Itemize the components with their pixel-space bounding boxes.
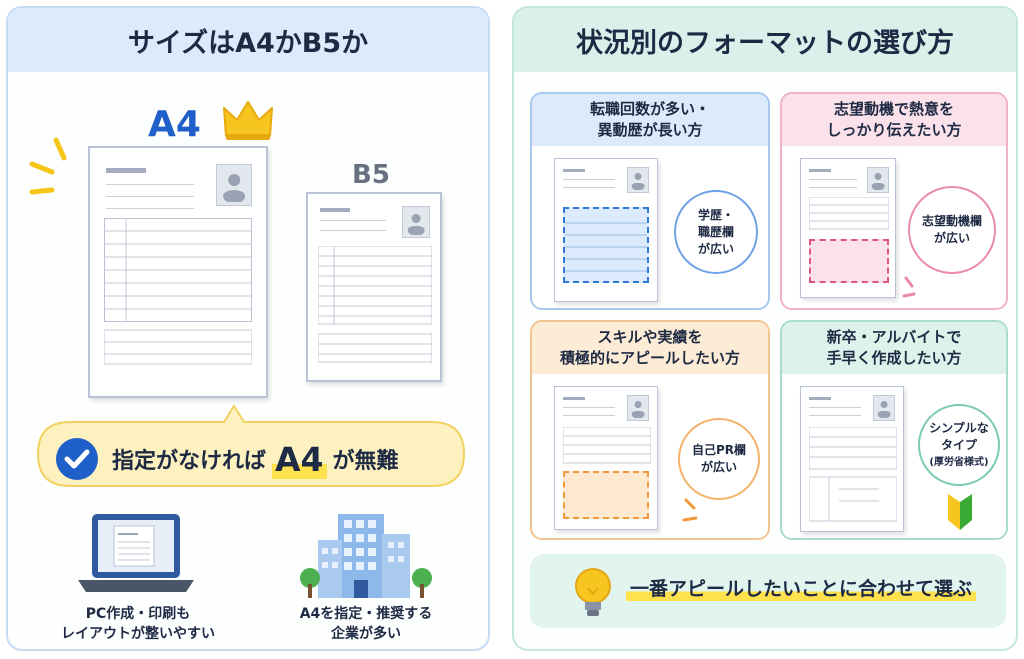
person-photo-icon	[867, 167, 889, 193]
laptop-icon	[78, 514, 194, 592]
pc-text-line-1: PC作成・印刷も	[85, 606, 191, 622]
a4-label: A4	[148, 104, 201, 145]
lightbulb-icon	[575, 568, 611, 616]
card-career: 転職回数が多い・異動歴が長い方 学歴・職歴欄が広い	[530, 92, 770, 310]
a4-resume-document	[88, 146, 268, 398]
simple-bubble: シンプルなタイプ(厚労省様式)	[918, 404, 1000, 486]
card-motivation-title: 志望動機で熱意をしっかり伝えたい方	[782, 94, 1006, 146]
skills-resume-document	[554, 386, 658, 530]
card-simple-title: 新卒・アルバイトで手早く作成したい方	[782, 322, 1006, 374]
beginner-mark-icon	[948, 494, 972, 530]
card-skills-title: スキルや実績を積極的にアピールしたい方	[532, 322, 768, 374]
motivation-resume-document	[800, 158, 896, 298]
simple-resume-document	[800, 386, 904, 532]
format-panel-title: 状況別のフォーマットの選び方	[514, 8, 1016, 72]
footer-text: 一番アピールしたいことに合わせて選ぶ	[626, 574, 977, 601]
recommend-highlight: A4	[272, 439, 327, 479]
motivation-field-highlight	[809, 239, 889, 283]
sparkle-icon	[682, 498, 698, 522]
crown-icon	[223, 101, 273, 140]
b5-label: B5	[352, 160, 390, 190]
skills-bubble: 自己PR欄が広い	[678, 418, 760, 500]
check-circle-icon	[56, 438, 98, 480]
building-icon	[300, 514, 432, 598]
person-photo-icon	[402, 206, 430, 238]
b5-resume-document	[306, 192, 442, 382]
sparkle-icon	[902, 276, 916, 298]
person-photo-icon	[627, 167, 649, 193]
size-panel-title: サイズはA4かB5か	[8, 8, 488, 72]
self-pr-field-highlight	[563, 471, 649, 519]
pc-text-line-2: レイアウトが整いやすい	[61, 626, 215, 642]
recommend-text: 指定がなければ A4 が無難	[112, 438, 399, 480]
sparkle-icon	[29, 137, 67, 195]
person-photo-icon	[627, 395, 649, 421]
card-simple: 新卒・アルバイトで手早く作成したい方 シンプルなタイプ(厚労省様式)	[780, 320, 1008, 540]
recommend-callout	[36, 404, 466, 487]
career-resume-document	[554, 158, 658, 302]
career-bubble: 学歴・職歴欄が広い	[674, 190, 758, 274]
person-photo-icon	[216, 164, 252, 206]
person-photo-icon	[873, 395, 895, 421]
education-career-field-highlight	[563, 207, 649, 283]
card-career-title: 転職回数が多い・異動歴が長い方	[532, 94, 768, 146]
company-text-line-1: A4を指定・推奨する	[299, 606, 433, 622]
company-text: A4を指定・推奨する 企業が多い	[276, 604, 456, 644]
recommend-suffix: が無難	[332, 449, 399, 474]
pc-text: PC作成・印刷も レイアウトが整いやすい	[48, 604, 228, 644]
card-motivation: 志望動機で熱意をしっかり伝えたい方 志望動機欄が広い	[780, 92, 1008, 310]
recommend-prefix: 指定がなければ	[112, 449, 267, 474]
card-skills: スキルや実績を積極的にアピールしたい方 自己PR欄が広い	[530, 320, 770, 540]
format-panel: 状況別のフォーマットの選び方 転職回数が多い・異動歴が長い方 学歴・職歴欄が広い…	[512, 6, 1018, 651]
motivation-bubble: 志望動機欄が広い	[908, 186, 996, 274]
company-text-line-2: 企業が多い	[331, 626, 401, 642]
size-panel: サイズはA4かB5か A4 B5	[6, 6, 490, 651]
